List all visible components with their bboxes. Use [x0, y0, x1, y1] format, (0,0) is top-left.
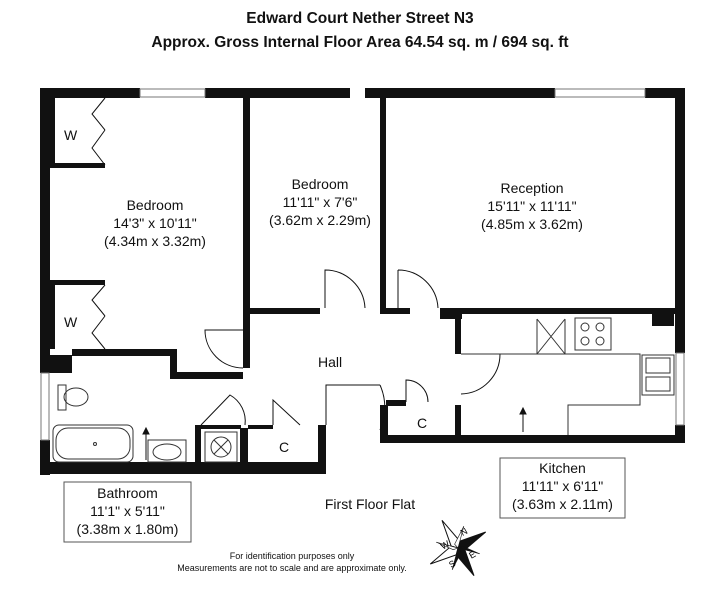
floor-label: First Floor Flat: [324, 496, 416, 512]
room-bedroom-2: Bedroom 11'11" x 7'6" (3.62m x 2.29m): [250, 175, 390, 229]
compass-icon: N S E W: [429, 519, 487, 577]
room-size-imperial: 15'11" x 11'11": [487, 198, 577, 214]
room-name: Bathroom: [97, 485, 158, 501]
compass-s: S: [447, 558, 457, 570]
room-name: Reception: [500, 180, 564, 196]
compass-n: N: [459, 526, 470, 538]
room-name: Kitchen: [539, 460, 586, 476]
wardrobe-label: W: [64, 314, 78, 330]
room-size-metric: (3.38m x 1.80m): [76, 521, 179, 537]
room-size-imperial: 11'11" x 7'6": [282, 194, 358, 210]
compass-e: E: [467, 549, 477, 561]
room-size-metric: (3.62m x 2.29m): [269, 212, 371, 228]
floor-area: Approx. Gross Internal Floor Area 64.54 …: [151, 34, 569, 51]
room-kitchen: Kitchen 11'11" x 6'11" (3.63m x 2.11m): [500, 459, 625, 513]
footer-disclaimer-2: Measurements are not to scale and are ap…: [177, 563, 407, 573]
room-size-imperial: 11'1" x 5'11": [90, 503, 165, 519]
room-size-metric: (3.63m x 2.11m): [512, 496, 613, 512]
room-reception: Reception 15'11" x 11'11" (4.85m x 3.62m…: [462, 179, 602, 233]
room-size-metric: (4.34m x 3.32m): [104, 233, 206, 249]
room-name: Bedroom: [291, 176, 349, 192]
cupboard-label: C: [417, 415, 428, 431]
room-bathroom: Bathroom 11'1" x 5'11" (3.38m x 1.80m): [64, 484, 191, 538]
footer-disclaimer-1: For identification purposes only: [229, 551, 355, 561]
entry-arrows: [142, 406, 527, 460]
doors: [91, 97, 501, 431]
room-name: Bedroom: [126, 197, 184, 213]
room-hall: Hall: [318, 354, 343, 370]
room-size-imperial: 14'3" x 10'11": [113, 215, 197, 231]
room-bedroom-1: Bedroom 14'3" x 10'11" (4.34m x 3.32m): [85, 196, 225, 250]
cupboard-label: C: [279, 439, 290, 455]
walls: [40, 88, 685, 475]
plan-title: Edward Court Nether Street N3: [246, 10, 474, 27]
room-size-imperial: 11'11" x 6'11": [521, 478, 604, 494]
windows: [40, 88, 685, 441]
label-boxes: [63, 457, 626, 543]
wardrobe-label: W: [64, 127, 78, 143]
room-size-metric: (4.85m x 3.62m): [481, 216, 583, 232]
fixtures: [52, 317, 675, 463]
